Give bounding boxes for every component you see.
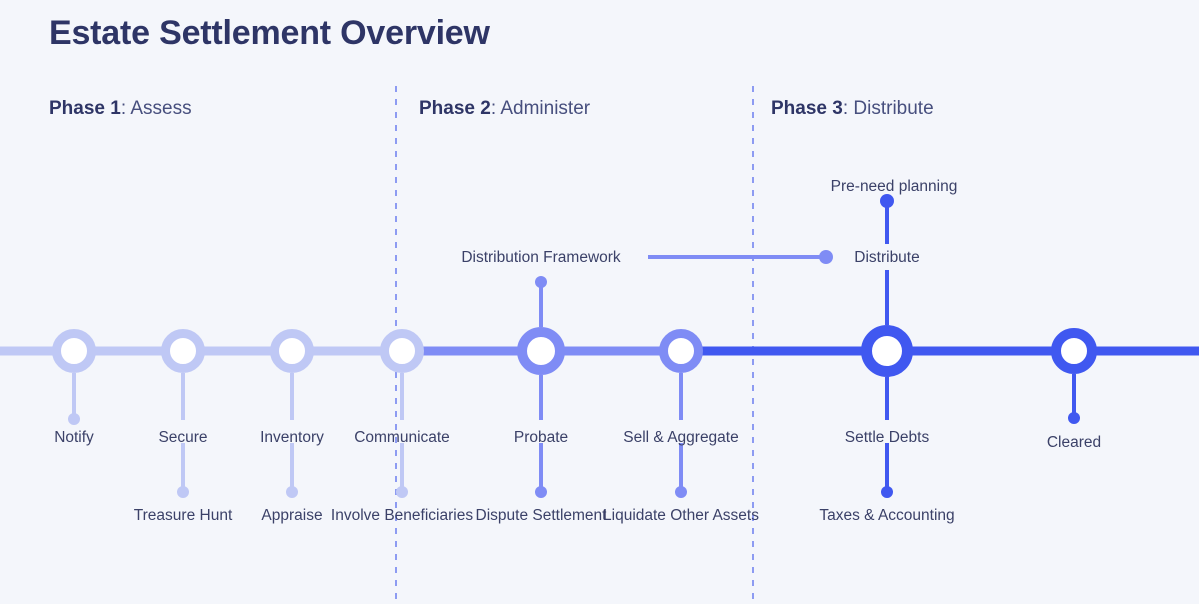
branch-label-pre-need-planning: Pre-need planning: [830, 178, 958, 195]
branch-label-liquidate-other-assets: Liquidate Other Assets: [603, 507, 759, 524]
branch-label-taxes-accounting: Taxes & Accounting: [819, 507, 955, 524]
branch-label-distribute: Distribute: [854, 249, 920, 266]
milestone-label-probate: Probate: [513, 429, 569, 446]
branch-dot-taxes-accounting: [881, 486, 893, 498]
milestone-label-communicate: Communicate: [354, 429, 450, 446]
milestone-node-notify[interactable]: [52, 329, 96, 373]
milestone-label-secure: Secure: [158, 429, 208, 446]
milestone-node-sell-aggregate[interactable]: [659, 329, 703, 373]
milestone-label-inventory: Inventory: [260, 429, 324, 446]
milestone-label-cleared: Cleared: [1046, 434, 1102, 451]
milestone-node-inventory[interactable]: [270, 329, 314, 373]
connector-dot-distribute: [819, 250, 833, 264]
phase-label-3: Phase 3: Distribute: [771, 98, 934, 120]
milestone-node-cleared[interactable]: [1051, 328, 1097, 374]
branch-dot-involve-beneficiaries: [396, 486, 408, 498]
branch-label-involve-beneficiaries: Involve Beneficiaries: [330, 507, 474, 524]
phase-title-2: Administer: [500, 98, 591, 119]
milestone-node-secure[interactable]: [161, 329, 205, 373]
phase-title-3: Distribute: [853, 98, 934, 119]
branch-dot-distribution-framework: [535, 276, 547, 288]
branch-dot-cleared: [1068, 412, 1080, 424]
milestone-label-notify: Notify: [54, 429, 94, 446]
branch-dot-liquidate-other-assets: [675, 486, 687, 498]
milestone-node-settle-debts[interactable]: [861, 325, 913, 377]
branch-dot-dispute-settlement: [535, 486, 547, 498]
milestone-label-sell-aggregate: Sell & Aggregate: [623, 429, 739, 446]
branch-label-appraise: Appraise: [261, 507, 323, 524]
page-title: Estate Settlement Overview: [49, 14, 490, 52]
branch-dot-treasure-hunt: [177, 486, 189, 498]
phase-label-2: Phase 2: Administer: [419, 98, 590, 120]
branch-label-dispute-settlement: Dispute Settlement: [475, 507, 607, 524]
milestone-label-settle-debts: Settle Debts: [844, 429, 930, 446]
milestone-node-communicate[interactable]: [380, 329, 424, 373]
phase-label-1: Phase 1: Assess: [49, 98, 192, 120]
phase-title-1: Assess: [130, 98, 192, 119]
phase-colon-2: :: [490, 98, 497, 119]
branch-dot-notify: [68, 413, 80, 425]
phase-number-1: Phase 1: [49, 98, 121, 119]
milestone-node-probate[interactable]: [517, 327, 565, 375]
branch-label-distribution-framework: Distribution Framework: [461, 249, 621, 266]
phase-number-3: Phase 3: [771, 98, 843, 119]
branch-dot-pre-need-planning: [880, 194, 894, 208]
phase-colon-3: :: [842, 98, 849, 119]
branch-dot-appraise: [286, 486, 298, 498]
branch-label-treasure-hunt: Treasure Hunt: [133, 507, 233, 524]
phase-colon-1: :: [120, 98, 127, 119]
phase-number-2: Phase 2: [419, 98, 491, 119]
